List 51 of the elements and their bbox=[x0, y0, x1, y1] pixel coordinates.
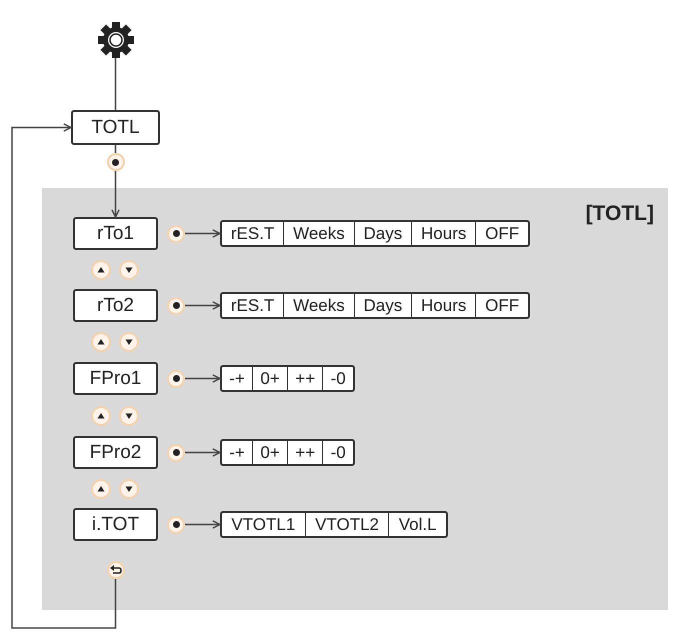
option-strip bbox=[220, 292, 530, 319]
arrow bbox=[185, 301, 221, 310]
arrow bbox=[185, 229, 221, 238]
enter-button-icon bbox=[167, 444, 185, 462]
option-value: Hours bbox=[411, 294, 476, 317]
gear-icon bbox=[98, 22, 134, 58]
option-value: Hours bbox=[411, 222, 476, 245]
enter-button-icon bbox=[167, 296, 185, 314]
arrow bbox=[185, 520, 221, 529]
arrow bbox=[185, 448, 221, 457]
menu-item-box: rTo2 bbox=[73, 289, 158, 322]
menu-panel bbox=[42, 188, 668, 610]
option-value: -+ bbox=[228, 442, 246, 464]
option-strip bbox=[220, 220, 530, 247]
option-value: -+ bbox=[228, 368, 246, 390]
option-value: Weeks bbox=[283, 222, 354, 245]
option-value: ++ bbox=[287, 441, 322, 464]
menu-item-box: rTo1 bbox=[73, 217, 158, 250]
menu-item-box: FPro2 bbox=[73, 436, 158, 469]
arrow bbox=[111, 171, 120, 218]
option-value: VTOTL2 bbox=[304, 513, 388, 536]
menu-item-box: TOTL bbox=[71, 110, 160, 145]
enter-button-icon bbox=[167, 224, 185, 242]
option-strip bbox=[220, 439, 355, 466]
menu-item-box: FPro1 bbox=[73, 362, 158, 395]
option-value: ++ bbox=[287, 367, 322, 390]
menu-item-box: i.TOT bbox=[73, 508, 158, 541]
option-strip bbox=[220, 511, 448, 538]
option-value: rES.T bbox=[230, 294, 276, 316]
option-value: -0 bbox=[322, 441, 354, 464]
option-value: Weeks bbox=[283, 294, 354, 317]
option-value: 0+ bbox=[252, 367, 288, 390]
option-value: OFF bbox=[475, 294, 528, 317]
arrow bbox=[185, 374, 221, 383]
arrow bbox=[11, 123, 116, 629]
option-value: Days bbox=[354, 294, 412, 317]
connector-line bbox=[114, 58, 116, 110]
return-button-icon bbox=[106, 561, 124, 579]
option-value: Days bbox=[354, 222, 412, 245]
option-strip bbox=[220, 365, 355, 392]
option-value: OFF bbox=[475, 222, 528, 245]
enter-button-icon bbox=[167, 370, 185, 388]
connector-line bbox=[114, 145, 116, 153]
panel-heading: [TOTL] bbox=[586, 202, 654, 226]
option-value: 0+ bbox=[252, 441, 288, 464]
enter-button-icon bbox=[106, 153, 124, 171]
option-value: rES.T bbox=[230, 222, 276, 244]
option-value: Vol.L bbox=[388, 513, 446, 536]
option-value: -0 bbox=[322, 367, 354, 390]
enter-button-icon bbox=[167, 516, 185, 534]
option-value: VTOTL1 bbox=[230, 514, 296, 536]
